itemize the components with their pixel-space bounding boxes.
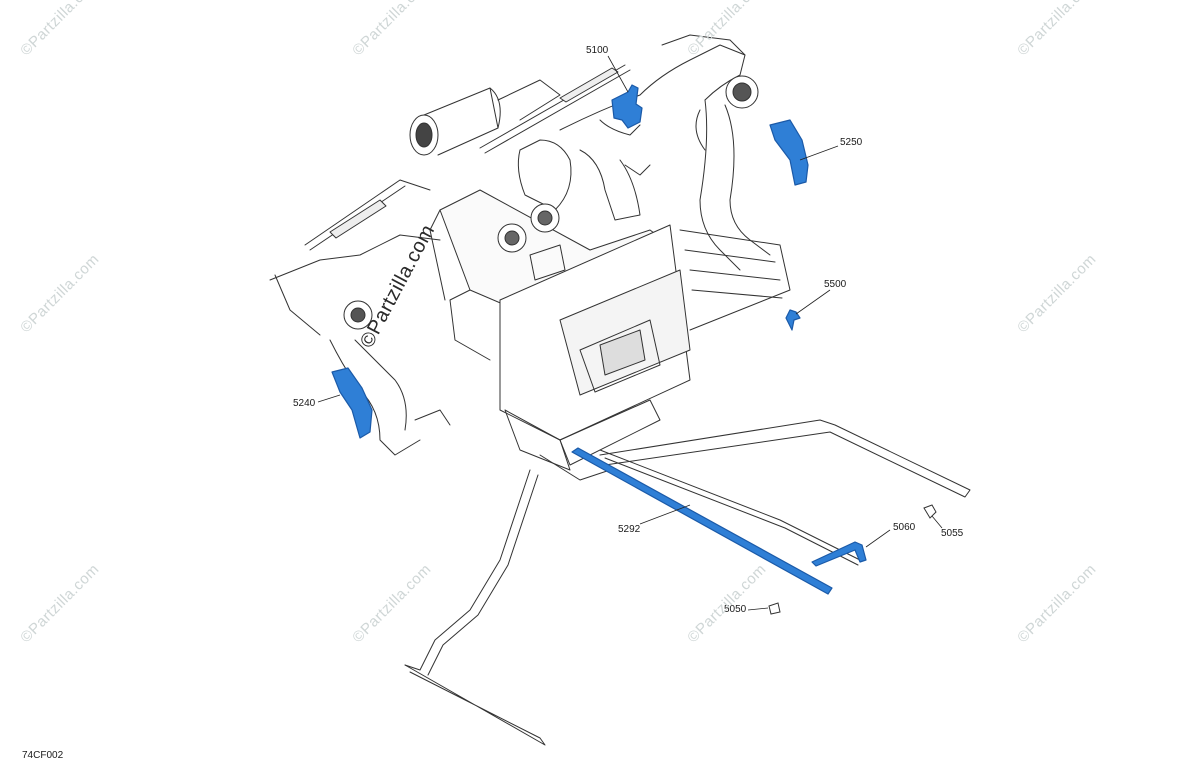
- part-5050-nut[interactable]: [768, 602, 781, 615]
- duct-top-right: [559, 34, 771, 271]
- manifold-left: [269, 179, 451, 456]
- leader-lines: [317, 55, 943, 611]
- hvac-housing: [429, 189, 691, 481]
- part-5240-seal[interactable]: [331, 367, 373, 439]
- part-5100-bracket[interactable]: [611, 84, 643, 129]
- callout-5100: 5100: [586, 45, 609, 56]
- small-hardware: [768, 504, 937, 615]
- part-5055-nut[interactable]: [923, 504, 937, 519]
- part-5500-clip[interactable]: [785, 309, 801, 331]
- duct-central: [517, 119, 651, 221]
- rail-right: [679, 229, 791, 331]
- figure-code: 74CF002: [22, 750, 64, 761]
- callout-5055: 5055: [941, 528, 964, 539]
- callout-5292: 5292: [618, 524, 641, 535]
- part-5292-rod[interactable]: [571, 447, 833, 595]
- highlighted-parts: [331, 84, 867, 595]
- callout-5240: 5240: [293, 398, 316, 409]
- upper-rail-left: [479, 64, 631, 154]
- lower-frame: [404, 419, 971, 746]
- cylinder-filter: [409, 79, 561, 156]
- part-5250-seal[interactable]: [769, 119, 809, 186]
- callout-5050: 5050: [724, 604, 747, 615]
- callout-5500: 5500: [824, 279, 847, 290]
- callout-5250: 5250: [840, 137, 863, 148]
- part-5060-rod[interactable]: [811, 541, 867, 567]
- callout-5060: 5060: [893, 522, 916, 533]
